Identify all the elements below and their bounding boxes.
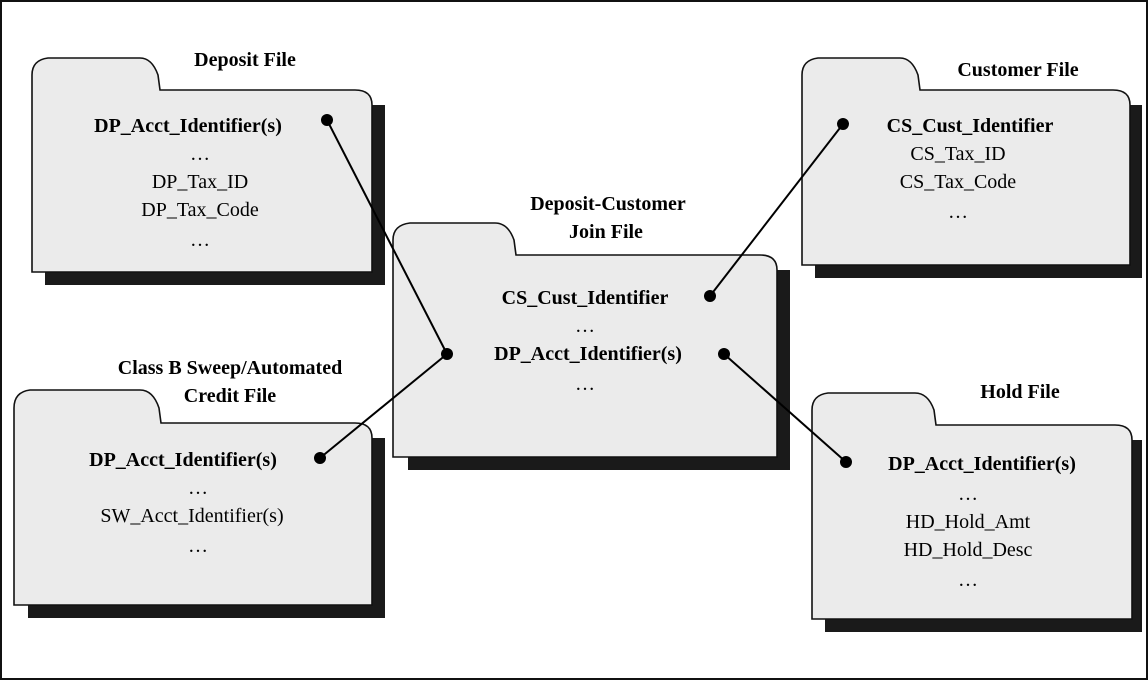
hold-file-body — [811, 392, 1133, 620]
sweep-file-title-line2: Credit File — [184, 385, 277, 407]
customer-file-title: Customer File — [957, 59, 1078, 81]
join-file-title-line1: Deposit-Customer — [530, 193, 686, 215]
join-file-body — [392, 222, 778, 458]
sweep-file-field: … — [188, 535, 208, 557]
connector-dot — [840, 456, 852, 468]
deposit-file-field: DP_Tax_ID — [152, 171, 248, 193]
sweep-file-field-key: DP_Acct_Identifier(s) — [89, 449, 277, 471]
join-file-field-key: CS_Cust_Identifier — [502, 287, 669, 309]
customer-file-folder: Customer File CS_Cust_Identifier CS_Tax_… — [801, 57, 1142, 278]
deposit-file-field: … — [190, 143, 210, 165]
deposit-file-body — [31, 57, 373, 273]
hold-file-field: HD_Hold_Desc — [904, 539, 1033, 561]
join-file-field: … — [575, 373, 595, 395]
connector-customer-to-join — [709, 123, 844, 297]
hold-file-field: HD_Hold_Amt — [906, 511, 1031, 533]
join-file-folder: Deposit-Customer Join File CS_Cust_Ident… — [392, 193, 790, 470]
connector-dot — [314, 452, 326, 464]
connector-dot — [441, 348, 453, 360]
deposit-file-title: Deposit File — [194, 49, 296, 71]
sweep-file-field: SW_Acct_Identifier(s) — [100, 505, 283, 527]
hold-file-field-key: DP_Acct_Identifier(s) — [888, 453, 1076, 475]
sweep-file-folder: Class B Sweep/Automated Credit File DP_A… — [13, 357, 385, 618]
customer-file-field: CS_Tax_Code — [900, 171, 1017, 193]
join-file-title-line2: Join File — [569, 221, 643, 243]
join-file-field: … — [575, 315, 595, 337]
deposit-file-folder: Deposit File DP_Acct_Identifier(s) … DP_… — [31, 49, 385, 285]
customer-file-field: CS_Tax_ID — [910, 143, 1005, 165]
deposit-file-field-key: DP_Acct_Identifier(s) — [94, 115, 282, 137]
sweep-file-field: … — [188, 477, 208, 499]
deposit-file-field: … — [190, 229, 210, 251]
hold-file-field: … — [958, 483, 978, 505]
connectors — [314, 114, 852, 468]
connector-dot — [704, 290, 716, 302]
connector-deposit-to-join — [326, 119, 448, 355]
customer-file-field-key: CS_Cust_Identifier — [887, 115, 1054, 137]
customer-file-field: … — [948, 201, 968, 223]
connector-join-to-hold — [723, 353, 847, 463]
connector-dot — [718, 348, 730, 360]
join-file-field-key: DP_Acct_Identifier(s) — [494, 343, 682, 365]
deposit-file-field: DP_Tax_Code — [141, 199, 259, 221]
hold-file-folder: Hold File DP_Acct_Identifier(s) … HD_Hol… — [811, 381, 1142, 632]
hold-file-title: Hold File — [980, 381, 1060, 403]
connector-sweep-to-join — [319, 353, 448, 459]
customer-file-body — [801, 57, 1131, 266]
connector-dot — [837, 118, 849, 130]
sweep-file-title-line1: Class B Sweep/Automated — [118, 357, 342, 379]
hold-file-field: … — [958, 569, 978, 591]
sweep-file-body — [13, 389, 373, 606]
connector-dot — [321, 114, 333, 126]
